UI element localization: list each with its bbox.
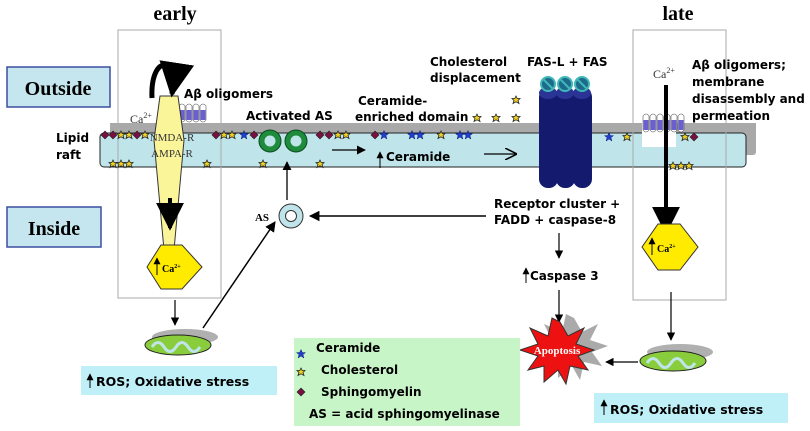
early-ca-increase-hexagon: Ca2+ [146,244,203,290]
outside-label-box: Outside [6,66,111,108]
legend-as-definition: AS = acid sphingomyelinase [309,407,500,421]
late-desc-4: permeation [692,109,770,123]
activated-as-label: Activated AS [246,109,333,123]
receptor-cluster-label-1: Receptor cluster + [494,197,620,211]
ampa-label: AMPA-R [151,148,193,160]
late-phase-box [632,29,727,301]
inside-label-box: Inside [6,206,102,248]
ceramide-increase-label: Ceramide [386,150,450,164]
late-ca-label: Ca2+ [653,66,675,81]
late-desc-1: Aβ oligomers; [692,58,786,72]
early-ca-label: Ca2+ [130,111,152,126]
apoptosis-burst: Apoptosis [518,314,608,386]
early-receptors [178,103,207,123]
late-receptors [642,113,685,147]
cholesterol-displacement-label-1: Cholesterol [430,55,507,69]
lipid-raft-label-1: Lipid [56,131,89,145]
lipid-raft-label-2: raft [56,148,81,162]
late-desc-2: membrane [692,75,764,89]
early-title: early [153,3,196,25]
ceramide-domain-label-1: Ceramide- [358,94,427,108]
legend: Ceramide Cholesterol Sphingomyelin AS = … [294,338,520,426]
legend-cholesterol: Cholesterol [321,363,398,377]
late-desc-3: disassembly and [692,92,805,106]
ros-left-box: ROS; Oxidative stress [81,366,277,395]
ros-right-label: ROS; Oxidative stress [610,402,763,417]
ceramide-domain-label-2: enriched domain [355,110,468,124]
membrane-shadow-right [256,123,756,133]
early-ab-oligomers-label: Aβ oligomers [184,87,273,101]
outside-label: Outside [25,78,92,100]
apoptosis-label: Apoptosis [534,345,581,357]
cholesterol-displacement-label-2: displacement [430,71,521,85]
cholesterol-displacement-markers [472,95,521,122]
fas-label: FAS-L + FAS [527,55,608,69]
ros-right-box: ROS; Oxidative stress [594,393,788,423]
late-ca-increase-hexagon: Ca2+ [641,223,699,271]
as-inactive: AS [255,203,304,229]
mito-to-as-arrow [202,221,276,329]
fas-receptor-cluster [539,76,592,188]
activated-as [258,129,308,153]
early-ca-curved-arrow [149,60,195,99]
nmda-label: NMDA-R [150,132,195,144]
fas-ligand-caps [540,76,590,92]
mitochondrion-right [639,344,713,372]
late-ca-increase-label: Ca2+ [657,244,676,255]
receptor-cluster-label-2: FADD + caspase-8 [494,213,616,227]
caspase3-label: Caspase 3 [530,269,599,283]
early-ca-increase-label: Ca2+ [162,264,181,275]
mitochondrion-left [144,329,218,356]
membrane-shadow [110,123,256,133]
late-title: late [662,3,693,25]
inside-label: Inside [28,218,80,240]
ros-left-label: ROS; Oxidative stress [96,374,249,389]
legend-sphingomyelin: Sphingomyelin [321,385,422,399]
legend-ceramide: Ceramide [316,341,380,355]
as-label: AS [255,212,269,224]
